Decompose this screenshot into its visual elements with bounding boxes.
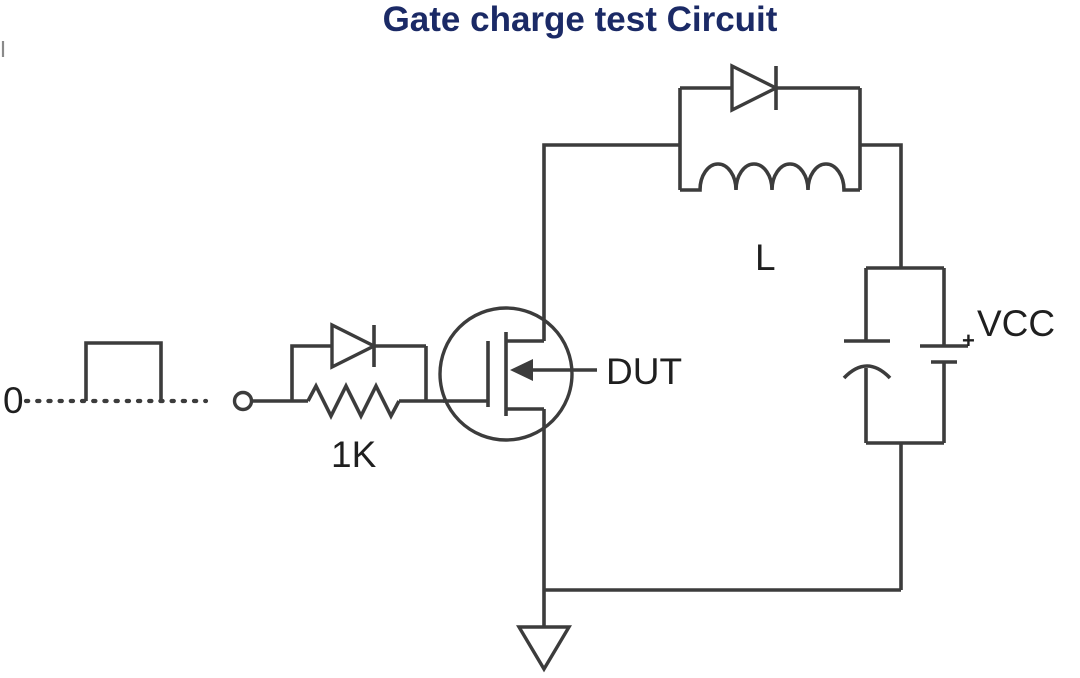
supply-top-wire: [860, 143, 903, 268]
supply-box-edges: [866, 266, 944, 445]
main-wires: [542, 143, 903, 627]
vcc-label: VCC: [977, 303, 1055, 344]
supply-capacitor-curved-plate: [842, 364, 892, 380]
dut-callout: DUT: [510, 351, 682, 392]
input-terminal: [232, 390, 254, 412]
inductor-label: L: [755, 237, 776, 278]
load-branch-wires: [678, 86, 862, 190]
mosfet-drain-source-links: [506, 339, 544, 411]
ground-symbol: [516, 625, 572, 673]
gate-network-wires: [252, 344, 446, 403]
source-and-ground-rail: [542, 409, 901, 627]
drain-to-load-wire: [542, 143, 680, 341]
dut-arrowhead: [510, 359, 533, 381]
gate-diode: [330, 322, 378, 370]
supply-branch: + VCC: [842, 266, 1055, 445]
supply-battery: [920, 268, 968, 443]
dut-label: DUT: [606, 351, 682, 392]
freewheel-diode: [730, 63, 780, 113]
pulse-input: 0: [3, 341, 209, 421]
pulse-zero-label: 0: [3, 380, 24, 421]
pulse-waveform: [84, 341, 163, 401]
gate-resistor-label: 1K: [331, 434, 377, 475]
inductor-coil: [680, 162, 860, 192]
mosfet-dut: [438, 306, 574, 442]
supply-capacitor-leads: [844, 268, 890, 443]
diagram-title: Gate charge test Circuit: [383, 0, 778, 39]
battery-plus-label: +: [962, 328, 975, 353]
gate-resistor: [306, 381, 401, 421]
load-branch: L: [678, 63, 862, 278]
gate-network: 1K: [252, 322, 446, 475]
